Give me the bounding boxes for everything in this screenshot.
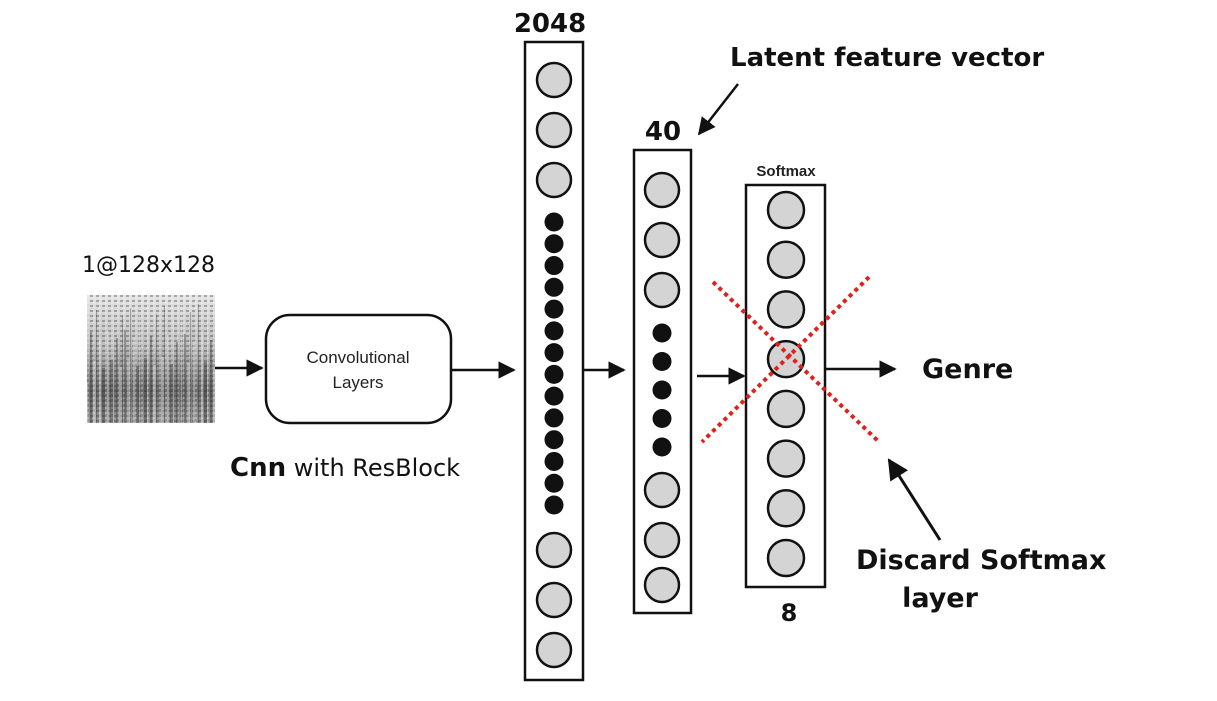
ellipsis-dot	[544, 473, 564, 493]
ellipsis-dot	[544, 212, 564, 232]
softmax-title: Softmax	[756, 163, 816, 180]
discard-cross-line-1	[711, 280, 880, 443]
neuron	[535, 581, 573, 619]
neuron	[766, 439, 806, 478]
conv-label-line2: Layers	[332, 373, 383, 392]
neuron	[535, 111, 573, 149]
ellipsis-dot	[544, 256, 564, 276]
softmax-size-label: 8	[781, 599, 798, 627]
neuron	[535, 631, 573, 669]
spectrogram-image	[87, 295, 216, 423]
latent-arrow	[697, 83, 739, 136]
neuron	[766, 389, 806, 429]
ellipsis-dot	[544, 408, 564, 428]
latent-feature-label: Latent feature vector	[730, 43, 1044, 73]
layer-40-neurons	[643, 171, 681, 604]
neuron	[643, 471, 681, 509]
ellipsis-dot	[544, 277, 564, 297]
neuron	[643, 271, 681, 309]
ellipsis-dot	[544, 234, 564, 254]
conv-caption-rest: with ResBlock	[286, 454, 460, 482]
layer-2048-size-label: 2048	[514, 9, 586, 39]
ellipsis-dot	[544, 451, 564, 471]
discard-label-line2: layer	[902, 583, 979, 614]
neuron	[766, 290, 806, 329]
discard-arrow	[887, 458, 942, 541]
neuron	[535, 61, 573, 99]
ellipsis-dot	[652, 437, 672, 457]
ellipsis-dot	[544, 343, 564, 363]
neuron	[535, 531, 573, 569]
ellipsis-dot	[544, 430, 564, 450]
conv-caption-bold: Cnn	[230, 453, 286, 483]
genre-label: Genre	[922, 354, 1013, 385]
input-size-label: 1@128x128	[82, 253, 215, 278]
neuron	[766, 240, 806, 279]
neuron	[643, 521, 681, 559]
conv-label-line1: Convolutional	[306, 348, 409, 367]
ellipsis-dot	[544, 299, 564, 319]
ellipsis-dot	[544, 321, 564, 341]
neuron	[766, 489, 806, 528]
ellipsis-dot	[544, 386, 564, 406]
ellipsis-dot	[544, 495, 564, 515]
ellipsis-dot	[652, 380, 672, 400]
ellipsis-dot	[652, 352, 672, 371]
conv-layers-box	[264, 313, 453, 425]
neuron	[643, 171, 681, 209]
discard-label-line1: Discard Softmax	[856, 545, 1106, 576]
neuron	[766, 190, 806, 230]
neuron	[643, 566, 681, 604]
neuron	[643, 221, 681, 259]
conv-caption: Cnn with ResBlock	[230, 453, 460, 483]
ellipsis-dot	[652, 409, 672, 428]
discard-cross-line-2	[700, 275, 871, 444]
neuron	[535, 161, 573, 199]
layer-2048-neurons	[535, 61, 573, 669]
neuron	[766, 538, 806, 578]
layer-40-size-label: 40	[645, 117, 681, 147]
ellipsis-dot	[652, 323, 672, 343]
ellipsis-dot	[544, 364, 564, 384]
